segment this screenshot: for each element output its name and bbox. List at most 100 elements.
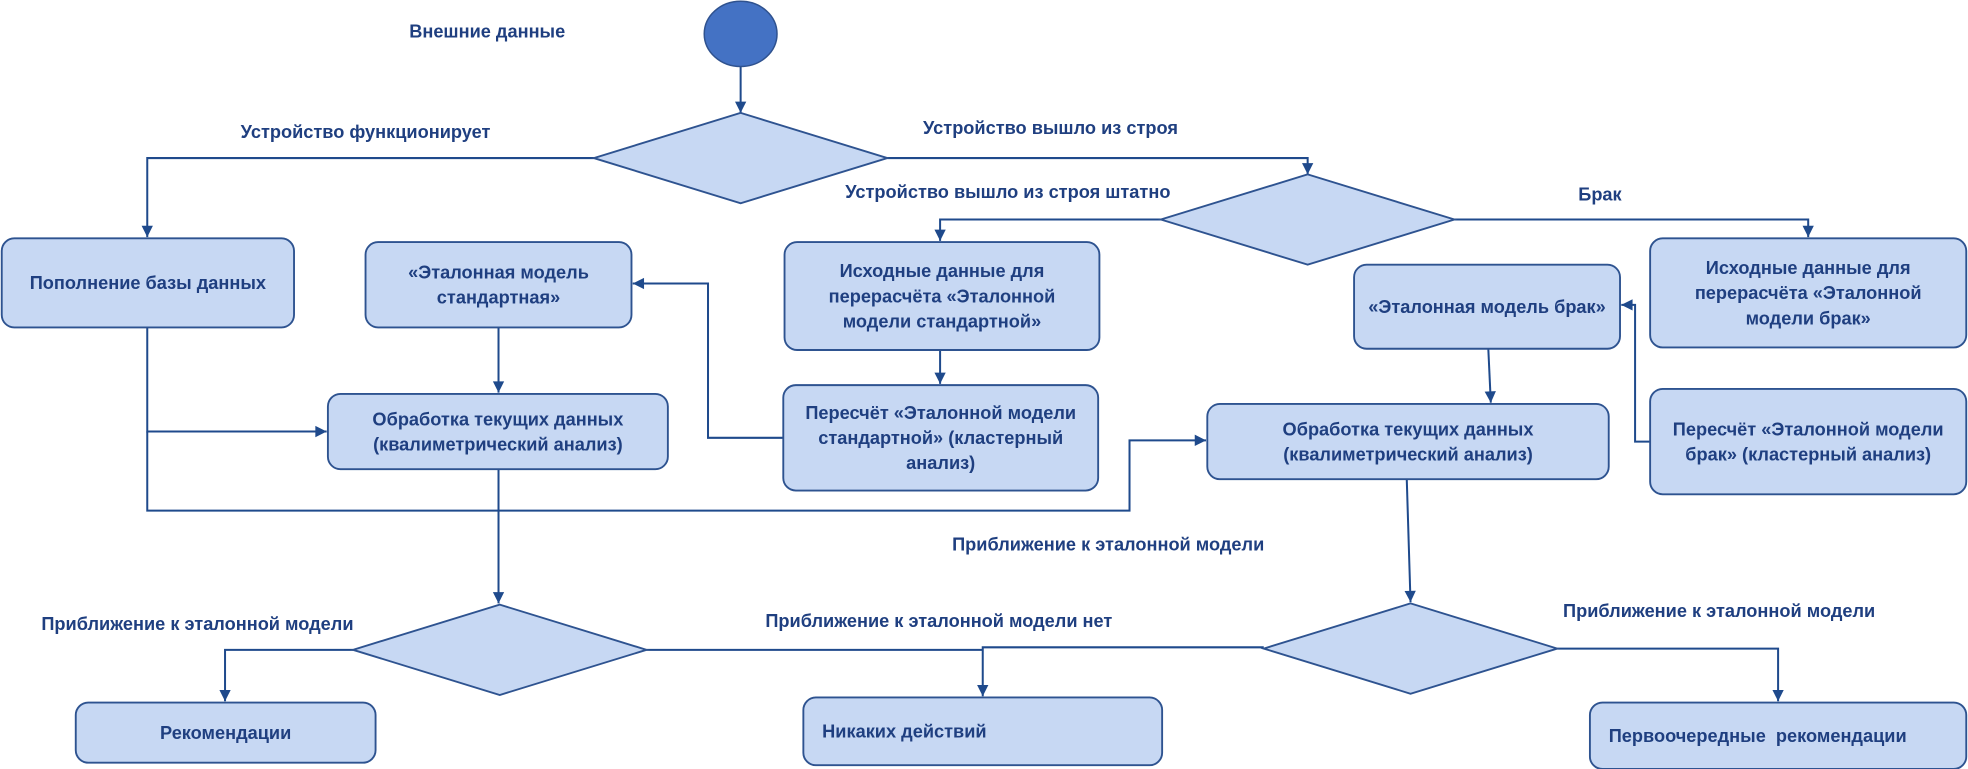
label-defect: Брак [1578,185,1622,205]
node-label: Рекомендации [160,723,291,743]
node-label: анализ) [906,453,975,473]
label-approx-mid: Приближение к эталонной модели [952,535,1264,555]
node-label: перерасчёта «Эталонной [1695,283,1922,303]
arrowhead-icon [1404,590,1416,603]
connector-e-d2-srcstd [934,218,1163,241]
node-label: перерасчёта «Эталонной [829,286,1056,306]
connector-e-start-d1 [734,66,747,113]
connector-e-modelstd-procstd [492,327,505,393]
node-box [74,701,377,764]
node-box [0,237,295,329]
node-label: Никаких действий [822,722,986,742]
connectors-layer [141,66,1814,702]
node-box [1649,387,1968,496]
connector-line [1557,647,1780,702]
label-approx-right: Приближение к эталонной модели [1563,601,1875,621]
connector-line [224,648,353,702]
decision-d-device-state[interactable] [590,111,891,205]
arrowhead-icon [315,425,327,438]
node-box [1649,237,1968,349]
arrowhead-icon [141,225,153,238]
node-box [802,696,1164,767]
connector-e-d4-prio [1557,647,1784,702]
node-src-defect[interactable]: Исходные данные для перерасчёта «Эталонно… [1649,237,1968,349]
connector-line [887,157,1309,175]
label-approx-none: Приближение к эталонной модели нет [765,611,1112,631]
node-label: стандартная» [437,288,560,308]
connector-line [1454,218,1810,238]
node-label: модели брак» [1746,308,1871,328]
node-label: Первоочередные рекомендации [1609,726,1907,746]
connector-e-d3-rec [219,648,353,702]
node-label: «Эталонная модель брак» [1368,297,1605,317]
connector-e-db-procdef [146,431,1207,512]
arrowhead-icon [1194,434,1207,446]
arrowhead-icon [492,381,505,393]
connector-line [146,327,327,433]
node-label: (квалиметрический анализ) [1283,444,1533,464]
start-node-icon [703,0,778,68]
label-functioning: Устройство функционирует [241,122,491,142]
arrowhead-icon [977,684,989,697]
arrowhead-icon [1484,391,1496,403]
connector-e-d1-d2 [887,157,1314,175]
node-model-std[interactable]: «Эталонная модель стандартная» [364,241,633,329]
node-db-refill[interactable]: Пополнение базы данных [0,237,295,329]
label-failed: Устройство вышло из строя [923,118,1178,138]
node-label: Обработка текущих данных [1283,419,1534,439]
node-priority-recommend[interactable]: Первоочередные рекомендации [1588,701,1968,769]
node-label: Исходные данные для [1706,258,1911,278]
node-box [326,392,669,471]
node-model-defect[interactable]: «Эталонная модель брак» [1353,263,1621,350]
arrowhead-icon [1772,689,1784,702]
node-label: Обработка текущих данных [372,409,623,429]
node-box [1588,701,1968,769]
connector-e-modeldef-procdef [1484,348,1496,403]
node-recommend[interactable]: Рекомендации [74,701,377,764]
arrowhead-icon [1802,225,1814,238]
arrowhead-icon [1621,299,1633,311]
label-failed-normal: Устройство вышло из строя штатно [845,182,1170,202]
connector-e-procdef-d4 [1404,479,1416,603]
connector-e-d2-srcdef [1454,218,1814,238]
connector-e-recalcstd-modelstd [632,277,784,439]
label-external: Внешние данные [409,22,565,42]
node-label: модели стандартной» [843,311,1041,331]
node-label: (квалиметрический анализ) [373,434,623,454]
node-src-std[interactable]: Исходные данные для перерасчёта «Эталонно… [783,241,1101,351]
node-box [782,384,1100,492]
node-box [783,241,1101,351]
arrowhead-icon [492,592,505,604]
connector-e-d4-none [977,646,1264,697]
decision-d-approx-standard[interactable] [349,603,650,696]
connector-e-db-procstd [146,327,327,438]
node-label: «Эталонная модель [408,262,589,282]
arrowhead-icon [1302,163,1314,175]
connector-line [632,282,784,439]
decision-d-failure-type[interactable] [1157,173,1458,266]
decision-d-approx-defect[interactable] [1260,602,1561,695]
node-box [364,241,633,329]
connector-e-procstd-d3 [492,469,505,604]
node-proc-std[interactable]: Обработка текущих данных (квалиметрически… [326,392,669,471]
node-proc-defect[interactable]: Обработка текущих данных (квалиметрически… [1206,403,1610,481]
connector-line [981,646,1264,697]
arrowhead-icon [934,372,946,384]
connector-line [1621,303,1651,443]
arrowhead-icon [934,229,946,241]
connector-line [1405,479,1412,603]
arrowhead-icon [632,277,645,290]
connector-e-recalcdef-modeldef [1621,299,1651,443]
connector-line [146,431,1207,512]
node-box [1206,403,1610,481]
node-no-action[interactable]: Никаких действий [802,696,1164,767]
node-label: Пересчёт «Эталонной модели [805,403,1076,423]
arrowhead-icon [734,101,747,113]
node-label: Исходные данные для [840,261,1045,281]
node-label: брак» (кластерный анализ) [1685,444,1931,464]
